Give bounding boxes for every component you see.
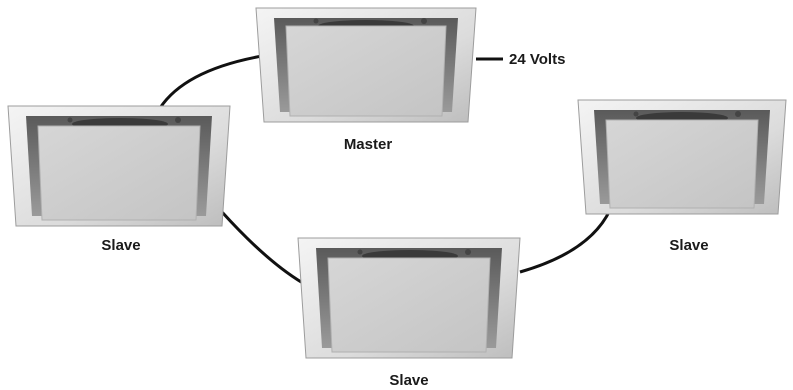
slave-diffuser-unit-bottom: [297, 237, 521, 359]
wire-master-to-left: [158, 54, 263, 109]
wire-left-to-bottom: [220, 210, 309, 288]
wire-bottom-to-right: [519, 209, 612, 274]
label-power-24-volts: 24 Volts: [509, 51, 565, 68]
slave-diffuser-unit-right: [577, 99, 787, 215]
label-master: Master: [344, 136, 393, 153]
wiring: [158, 54, 612, 288]
master-diffuser-unit: [255, 7, 477, 123]
label-slave-right: Slave: [669, 237, 708, 254]
label-slave-left: Slave: [101, 237, 140, 254]
slave-diffuser-unit-left: [7, 105, 231, 227]
label-slave-bottom: Slave: [389, 372, 428, 389]
